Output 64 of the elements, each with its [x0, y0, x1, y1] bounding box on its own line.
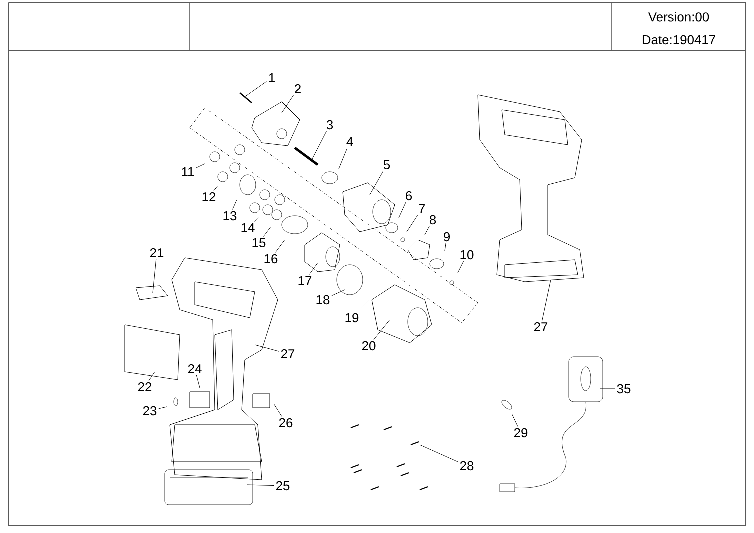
callout-number: 25: [276, 481, 290, 491]
callout-number: 27: [534, 322, 548, 332]
leader-line: [244, 81, 267, 98]
leader-line: [263, 226, 272, 238]
leader-line: [196, 164, 206, 168]
leader-line: [309, 262, 318, 276]
leader-line: [312, 131, 328, 160]
leader-line: [458, 261, 464, 274]
header-text: Date:190417: [642, 35, 716, 45]
callout-number: 22: [138, 382, 152, 392]
callout-number: 8: [430, 215, 436, 225]
leader-line: [370, 170, 384, 196]
callout-number: 13: [224, 211, 237, 221]
leader-line: [275, 240, 286, 253]
callout-number: 16: [264, 254, 278, 264]
callout-number: 28: [460, 461, 474, 471]
callout-number: 15: [252, 238, 266, 248]
leader-line: [542, 280, 552, 322]
leader-line: [338, 148, 348, 170]
leader-line: [152, 258, 157, 294]
leader-line: [424, 226, 430, 236]
leader-line: [274, 404, 282, 417]
callout-number: 6: [406, 191, 412, 201]
callout-number: 20: [362, 341, 376, 351]
callout-number: 17: [298, 276, 312, 286]
callout-number: 11: [182, 168, 194, 176]
leader-line: [196, 374, 200, 388]
callout-number: 18: [316, 295, 330, 305]
callout-number: 4: [346, 138, 354, 146]
leader-line: [398, 202, 406, 218]
callout-number: 21: [150, 248, 164, 258]
leader-line: [148, 372, 156, 382]
leader-line: [420, 444, 458, 462]
leader-line: [374, 320, 390, 340]
leader-line: [444, 243, 446, 252]
leader-line: [332, 290, 346, 296]
leader-line: [600, 388, 616, 390]
callout-number: 12: [202, 192, 216, 202]
leader-line: [406, 214, 418, 232]
leader-line: [282, 94, 294, 114]
callout-number: 27: [281, 349, 295, 359]
leader-line: [358, 300, 370, 312]
leader-line: [246, 484, 274, 486]
leader-line: [254, 218, 260, 222]
callout-number: 9: [444, 232, 450, 242]
callout-number: 7: [419, 204, 425, 214]
leader-line: [158, 406, 168, 410]
callout-number: 2: [295, 84, 301, 94]
callout-number: 10: [460, 250, 474, 260]
leader-line: [232, 200, 238, 210]
callout-number: 35: [617, 384, 631, 394]
callout-number: 3: [326, 120, 334, 130]
leader-line: [214, 186, 218, 192]
header-text: Version:00: [648, 12, 710, 22]
callout-number: 1: [269, 74, 275, 82]
callout-number: 14: [242, 224, 255, 232]
leader-line: [512, 414, 518, 427]
callout-number: 19: [346, 313, 359, 323]
leader-line: [254, 344, 280, 352]
callout-number: 26: [279, 418, 293, 428]
callout-number: 24: [188, 364, 202, 374]
callout-number: 23: [143, 406, 157, 416]
callout-number: 5: [384, 160, 390, 170]
callout-number: 29: [514, 428, 528, 438]
